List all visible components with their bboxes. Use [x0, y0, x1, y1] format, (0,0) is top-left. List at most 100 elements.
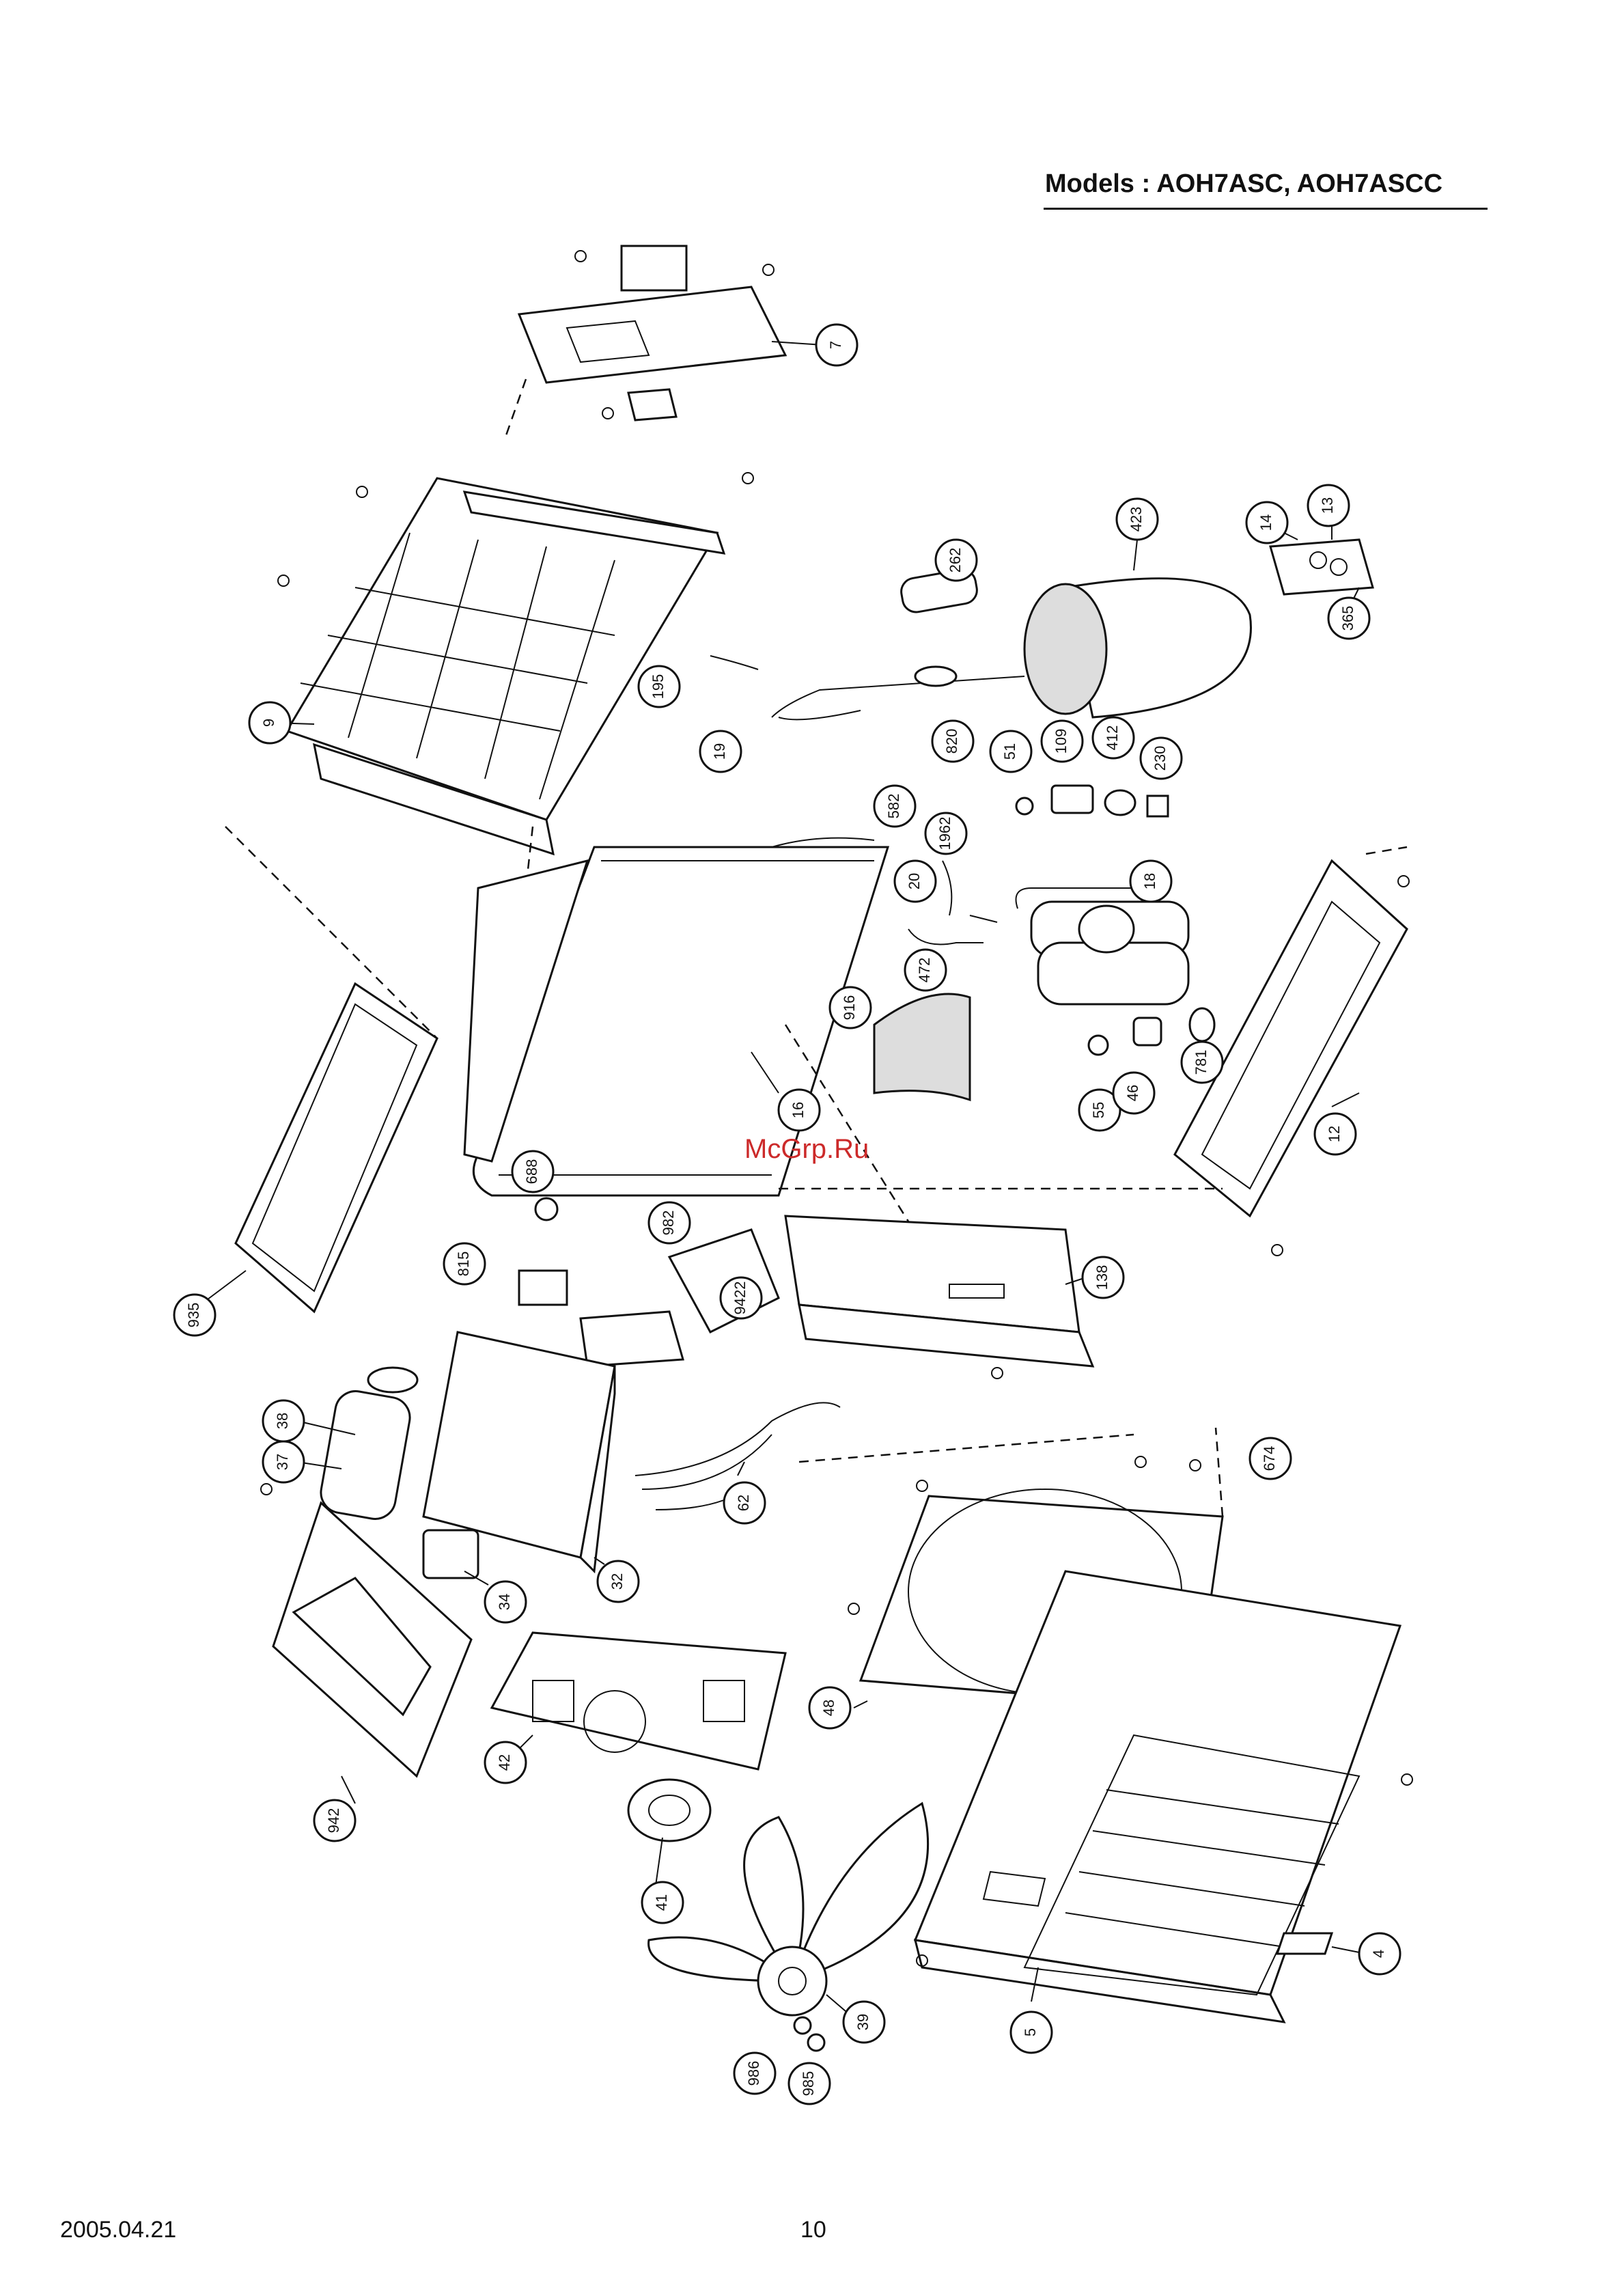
callout-942: 942	[314, 1800, 355, 1841]
part-51-109-412-230-fittings	[1016, 786, 1168, 816]
callout-4: 4	[1359, 1933, 1400, 1974]
part-18-compressor	[1016, 888, 1189, 1004]
callout-label: 109	[1052, 729, 1070, 754]
callout-label: 138	[1093, 1265, 1111, 1290]
callout-label: 14	[1257, 514, 1274, 531]
callout-982: 982	[649, 1202, 690, 1243]
callout-985: 985	[789, 2063, 830, 2104]
callout-20: 20	[895, 861, 936, 902]
callout-label: 365	[1339, 606, 1356, 631]
callout-label: 39	[854, 2014, 871, 2030]
part-138-partition	[785, 1216, 1093, 1366]
callout-109: 109	[1042, 721, 1083, 762]
callout-42: 42	[485, 1742, 526, 1783]
callout-label: 820	[943, 729, 960, 754]
callout-1962: 1962	[925, 813, 966, 854]
callout-label: 34	[496, 1594, 513, 1610]
part-13-14-bracket	[1270, 526, 1373, 601]
callout-label: 12	[1326, 1126, 1343, 1142]
part-42-motor-bracket	[492, 1633, 785, 1769]
callout-label: 4	[1370, 1950, 1387, 1958]
callout-label: 13	[1319, 497, 1336, 514]
callout-138: 138	[1083, 1257, 1124, 1298]
part-7-top-panel	[505, 246, 823, 437]
callout-label: 986	[745, 2061, 762, 2086]
callout-986: 986	[734, 2053, 775, 2094]
callout-18: 18	[1130, 861, 1171, 902]
callout-39: 39	[843, 2002, 884, 2043]
callout-365: 365	[1328, 598, 1369, 639]
callout-label: 262	[947, 548, 964, 573]
callout-916: 916	[830, 987, 871, 1028]
callout-472: 472	[905, 950, 946, 991]
callout-34: 34	[485, 1581, 526, 1622]
callout-label: 688	[523, 1159, 540, 1185]
callout-label: 1962	[936, 817, 953, 850]
callout-62: 62	[724, 1482, 765, 1523]
callout-label: 982	[660, 1211, 677, 1236]
callout-label: 942	[325, 1808, 342, 1834]
callout-label: 916	[841, 995, 858, 1021]
part-986-985-nut-washer	[794, 2017, 824, 2051]
callout-label: 674	[1261, 1446, 1278, 1471]
callout-label: 42	[496, 1754, 513, 1771]
callout-5: 5	[1011, 2012, 1052, 2053]
callout-820: 820	[932, 721, 973, 762]
callout-label: 9422	[731, 1282, 749, 1315]
callout-label: 38	[274, 1413, 291, 1429]
watermark: McGrp.Ru	[744, 1134, 869, 1165]
callout-674: 674	[1250, 1438, 1291, 1479]
footer-date: 2005.04.21	[60, 2217, 176, 2243]
callout-label: 423	[1128, 507, 1145, 532]
callout-262: 262	[936, 540, 977, 581]
callout-14: 14	[1246, 502, 1287, 543]
callout-label: 51	[1001, 743, 1018, 760]
callout-195: 195	[639, 666, 680, 707]
callout-19: 19	[700, 731, 741, 772]
callout-label: 32	[609, 1573, 626, 1590]
callout-label: 16	[790, 1102, 807, 1118]
callout-46: 46	[1113, 1073, 1154, 1114]
callout-7: 7	[816, 324, 857, 365]
callout-13: 13	[1308, 485, 1349, 526]
callout-label: 781	[1192, 1050, 1210, 1075]
part-37-38-capacitor	[297, 1368, 417, 1522]
callout-label: 815	[455, 1251, 472, 1277]
callout-16: 16	[779, 1090, 820, 1131]
callout-label: 7	[827, 341, 844, 349]
part-19-195-820-sensors	[710, 656, 1024, 719]
callout-label: 55	[1090, 1102, 1107, 1118]
callout-38: 38	[263, 1400, 304, 1441]
callout-781: 781	[1182, 1042, 1223, 1083]
callout-label: 985	[800, 2071, 817, 2097]
callout-582: 582	[874, 786, 915, 827]
callout-37: 37	[263, 1441, 304, 1482]
part-423-jacket	[1024, 540, 1251, 717]
part-935-side-panel	[205, 827, 437, 1312]
callout-412: 412	[1093, 717, 1134, 758]
callout-815: 815	[444, 1243, 485, 1284]
callout-label: 48	[820, 1700, 837, 1716]
callout-688: 688	[512, 1151, 553, 1192]
callout-51: 51	[990, 731, 1031, 772]
callout-label: 195	[650, 674, 667, 700]
callout-label: 230	[1152, 746, 1169, 771]
callout-label: 37	[274, 1454, 291, 1470]
callout-label: 935	[185, 1303, 202, 1328]
callout-label: 412	[1104, 725, 1121, 751]
callout-label: 472	[916, 958, 933, 983]
callout-9: 9	[249, 702, 290, 743]
callout-230: 230	[1141, 738, 1182, 779]
part-4-label	[1277, 1933, 1366, 1954]
callout-label: 46	[1124, 1085, 1141, 1101]
callout-935: 935	[174, 1295, 215, 1336]
callout-label: 5	[1022, 2028, 1039, 2036]
callout-423: 423	[1117, 499, 1158, 540]
callout-label: 582	[885, 794, 902, 819]
callout-label: 20	[906, 873, 923, 889]
part-916-insulation	[874, 994, 970, 1100]
callout-label: 9	[260, 719, 277, 727]
part-34-transformer	[423, 1530, 488, 1585]
callout-label: 62	[735, 1495, 752, 1511]
callout-48: 48	[809, 1687, 850, 1728]
